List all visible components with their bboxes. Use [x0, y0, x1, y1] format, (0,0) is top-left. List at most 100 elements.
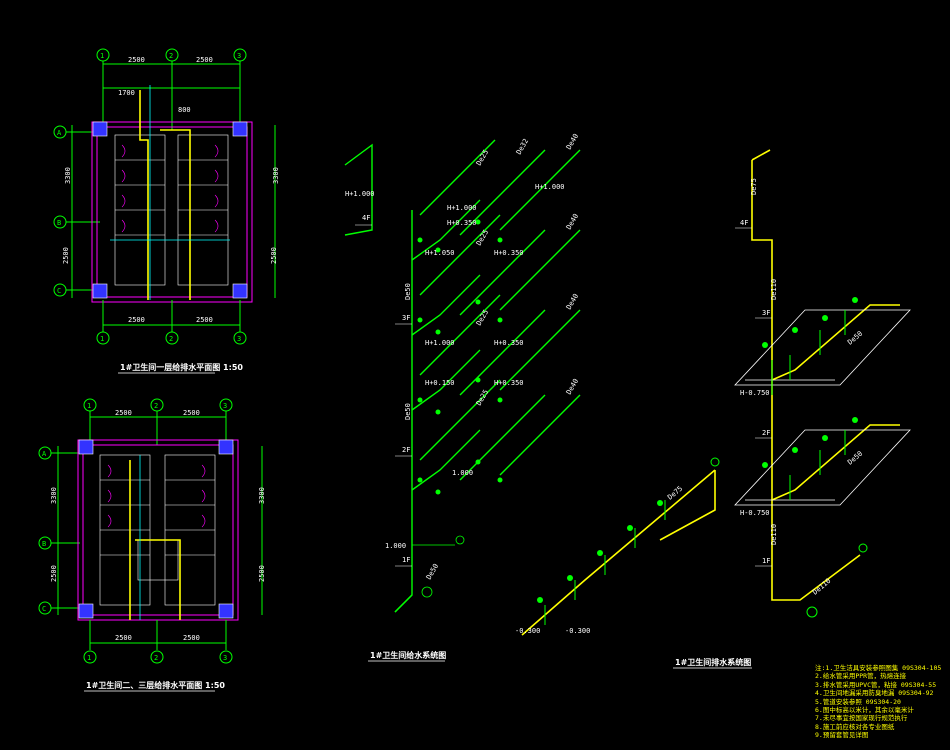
dim-label: 3300: [258, 487, 266, 504]
pipe-label: De40: [565, 132, 580, 151]
floor-label: 4F: [362, 214, 370, 222]
elevation-label: H-0.750: [740, 389, 770, 397]
elevation-label: H+0.350: [494, 379, 524, 387]
pipe-label: De110: [811, 577, 832, 597]
axis-label: 2: [169, 52, 173, 60]
elevation-label: H+1.000: [535, 183, 565, 191]
dim-label: 2500: [128, 316, 145, 324]
dim-label: 2500: [196, 316, 213, 324]
pipe-label: De25: [475, 148, 490, 167]
dim-label: 2500: [196, 56, 213, 64]
axis-label: 1: [87, 654, 91, 662]
note-line: 7.未尽事宜按国家现行规范执行: [815, 714, 908, 723]
elevation-label: H+1.000: [447, 204, 477, 212]
pipe-label: De40: [565, 292, 580, 311]
axis-label: 3: [223, 654, 227, 662]
elevation-label: H+1.050: [425, 249, 455, 257]
axis-label: 2: [169, 335, 173, 343]
dim-label: 3300: [272, 167, 280, 184]
note-line: 注:1.卫生洁具安装参照图集 09S304-105: [815, 664, 942, 672]
pipe-label: De50: [846, 450, 864, 467]
plan2-title: 1#卫生间二、三层给排水平面图 1:50: [86, 680, 225, 690]
elevation-label: H-0.750: [740, 509, 770, 517]
axis-label: B: [57, 219, 61, 227]
dim-label: 2500: [115, 409, 132, 417]
axis-label: 3: [223, 402, 227, 410]
note-line: 5.管道安装参照 09S304-20: [815, 697, 901, 706]
note-line: 3.排水管采用UPVC管，粘接 09S304-55: [815, 680, 937, 689]
note-line: 9.预留套管见详图: [815, 731, 869, 740]
floor-label: 2F: [762, 429, 770, 437]
note-line: 6.图中标高以米计，其余以毫米计: [815, 706, 914, 715]
axis-label: 3: [237, 335, 241, 343]
axis-label: 1: [87, 402, 91, 410]
water-supply-isometric: 4F 3F 2F 1F H+1.000 H+1.000 H+0.350 H+1.…: [344, 132, 581, 662]
elevation-label: 1.000: [385, 542, 406, 550]
plan1-title: 1#卫生间一层给排水平面图 1:50: [120, 362, 243, 372]
pipe-label: De25: [475, 388, 490, 407]
pipe-label: De110: [770, 524, 778, 545]
plan-view-ground-floor: 1 2 3 2500 2500 1700 800 A B C 3300 2500…: [53, 48, 280, 374]
elevation-label: H+0.350: [494, 339, 524, 347]
pipe-label: De110: [770, 279, 778, 300]
floor-label: 2F: [402, 446, 410, 454]
drain-system-title: 1#卫生间排水系统图: [675, 657, 751, 667]
pipe-label: De25: [475, 308, 490, 327]
dim-label: 2500: [62, 247, 70, 264]
dim-label: 2500: [183, 634, 200, 642]
axis-label: B: [42, 540, 46, 548]
pipe-label: De50: [846, 330, 864, 347]
floor-label: 3F: [402, 314, 410, 322]
dim-label: 2500: [270, 247, 278, 264]
pipe-label: De32: [515, 137, 530, 156]
fixture-symbols: [537, 297, 858, 603]
axis-label: C: [57, 287, 61, 295]
elevation-label: H+0.350: [447, 219, 477, 227]
dim-label: 2500: [50, 565, 58, 582]
pipe-label: De50: [404, 283, 412, 300]
elevation-label: H+0.350: [494, 249, 524, 257]
axis-label: 1: [100, 52, 104, 60]
grid-axis-top: [96, 48, 247, 130]
supply-system-title: 1#卫生间给水系统图: [370, 650, 446, 660]
note-line: 8.施工前应核对各专业图纸: [815, 722, 895, 731]
note-line: 2.给水管采用PPR管，热熔连接: [815, 672, 907, 681]
elevation-label: -0.300: [565, 627, 590, 635]
dim-label: 1700: [118, 89, 135, 97]
floor-label: 1F: [402, 556, 410, 564]
floor-label: 1F: [762, 557, 770, 565]
axis-label: 3: [237, 52, 241, 60]
axis-label: A: [42, 450, 47, 458]
fixture-symbols: [417, 219, 503, 495]
elevation-label: H+1.000: [425, 339, 455, 347]
pipe-label: De50: [404, 403, 412, 420]
axis-label: 2: [154, 402, 158, 410]
axis-label: 2: [154, 654, 158, 662]
note-line: 4.卫生间地漏采用防臭地漏 09S304-92: [815, 689, 934, 698]
dim-label: 2500: [183, 409, 200, 417]
pipe-label: De75: [750, 178, 758, 195]
axis-label: A: [57, 129, 62, 137]
dim-label: 3300: [64, 167, 72, 184]
plan-view-upper-floors: 1 2 3 A B C 2500 2500 3300 2500 3300 250…: [38, 398, 266, 692]
dim-label: 2500: [115, 634, 132, 642]
dim-label: 2500: [128, 56, 145, 64]
pipe-label: De40: [565, 377, 580, 396]
dim-label: 3300: [50, 487, 58, 504]
elevation-label: H+0.150: [425, 379, 455, 387]
axis-label: 1: [100, 335, 104, 343]
pipe-label: De40: [565, 212, 580, 231]
elevation-label: -0.300: [515, 627, 540, 635]
design-notes: 注:1.卫生洁具安装参照图集 09S304-105 2.给水管采用PPR管，热熔…: [815, 664, 950, 740]
floor-label: 4F: [740, 219, 748, 227]
elevation-label: 1.000: [452, 469, 473, 477]
elevation-label: H+1.000: [345, 190, 375, 198]
dim-label: 2500: [258, 565, 266, 582]
axis-label: C: [42, 605, 46, 613]
pipe-label: De25: [475, 228, 490, 247]
drainage-isometric: 4F 3F 2F 1F H-0.750 H-0.750 -0.300 -0.30…: [515, 149, 911, 669]
floor-label: 3F: [762, 309, 770, 317]
dim-label: 800: [178, 106, 191, 114]
pipe-label: De50: [425, 562, 440, 581]
